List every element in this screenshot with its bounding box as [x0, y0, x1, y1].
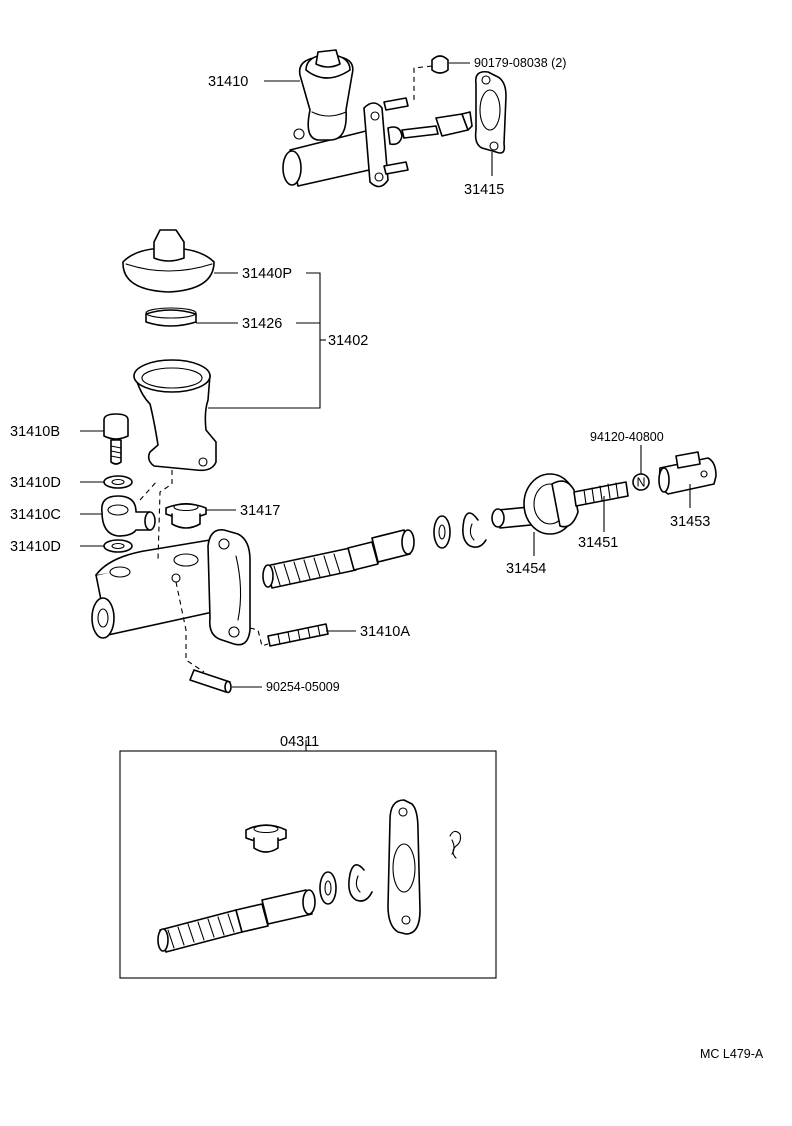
clevis-31453 — [658, 451, 717, 495]
label-31410b: 31410B — [10, 424, 60, 440]
stud-31410a — [267, 623, 329, 647]
part-labels: 31410 90179-08038 (2) 31415 31440P 31426… — [10, 56, 764, 1061]
spring-and-piston — [262, 529, 415, 589]
label-31440p: 31440P — [242, 266, 292, 282]
label-31402: 31402 — [328, 333, 368, 349]
label-31426: 31426 — [242, 316, 282, 332]
guide-stud — [249, 627, 269, 647]
figure-code: MC L479-A — [700, 1047, 764, 1061]
leader-lines — [80, 62, 691, 688]
label-31410: 31410 — [208, 74, 248, 90]
label-31410d-lower: 31410D — [10, 539, 61, 555]
nut-mark-n: N — [636, 476, 645, 490]
label-94120-40800: 94120-40800 — [590, 430, 664, 444]
label-31410d-upper: 31410D — [10, 475, 61, 491]
snap-ring — [462, 512, 487, 548]
label-31410a: 31410A — [360, 624, 410, 640]
label-31453: 31453 — [670, 514, 710, 530]
label-31451: 31451 — [578, 535, 618, 551]
label-31410c: 31410C — [10, 507, 61, 523]
pin-90254-05009 — [189, 669, 232, 694]
bolt-31410b — [103, 413, 129, 465]
push-rod-31451 — [573, 481, 629, 507]
master-cylinder-body — [91, 529, 251, 646]
label-04311: 04311 — [280, 734, 319, 750]
reservoir-body-31402 — [133, 359, 217, 472]
washer-31410d-lower — [103, 539, 133, 553]
guide-union-to-body — [139, 479, 159, 501]
label-31417: 31417 — [240, 503, 280, 519]
washer-31410d-upper — [103, 475, 133, 489]
grommet-31417 — [165, 502, 207, 529]
label-90179-08038: 90179-08038 (2) — [474, 56, 566, 70]
cup-washer — [433, 515, 451, 549]
label-31415: 31415 — [464, 182, 504, 198]
master-cylinder-assembly-top — [282, 49, 507, 188]
label-90254-05009: 90254-05009 — [266, 680, 340, 694]
reservoir-float-31426 — [145, 307, 197, 327]
repair-kit-box-04311 — [119, 740, 497, 979]
guide-reservoir-to-body — [157, 470, 173, 561]
label-31454: 31454 — [506, 561, 546, 577]
nut-94120-40800: N — [632, 473, 650, 491]
union-31410c — [101, 495, 156, 537]
reservoir-cap-31440p — [122, 229, 215, 293]
boot-31454 — [491, 473, 579, 535]
guide-pin-to-body — [175, 581, 205, 673]
